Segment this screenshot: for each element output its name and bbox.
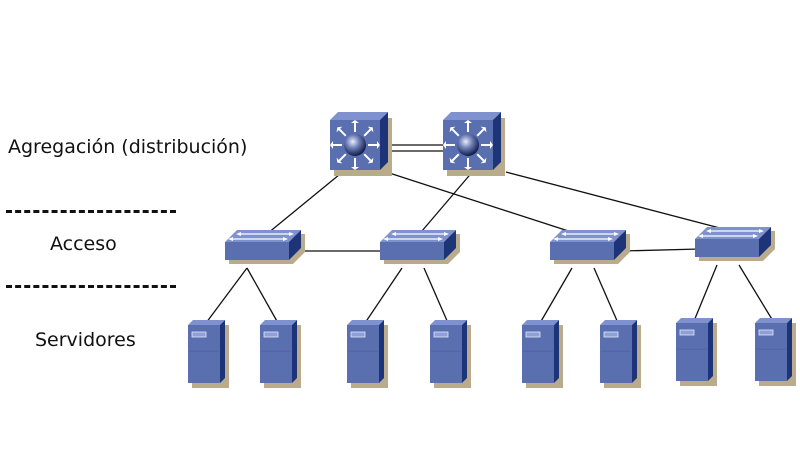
tier-label-aggregation: Agregación (distribución)	[8, 136, 248, 158]
link-acc-3-srv-5	[539, 267, 573, 324]
server-icon-srv-7[interactable]	[676, 318, 717, 386]
access-switch-icon-acc-2[interactable]	[380, 230, 460, 264]
tier-label-servers: Servidores	[35, 329, 136, 351]
server-icon-srv-6[interactable]	[600, 320, 641, 388]
access-switch-icon-acc-3[interactable]	[550, 230, 630, 264]
server-icon-srv-1[interactable]	[188, 320, 229, 388]
server-icon-srv-5[interactable]	[522, 320, 563, 388]
server-icon-srv-3[interactable]	[347, 320, 388, 388]
link-acc-1-srv-2	[246, 267, 279, 324]
tier-divider-access-servers	[6, 285, 176, 288]
access-switch-icon-acc-1[interactable]	[225, 230, 305, 264]
link-agg-1-acc-1	[261, 169, 346, 239]
multilayer-switch-icon-agg-1[interactable]	[330, 112, 392, 176]
multilayer-switch-icon-agg-2[interactable]	[443, 112, 505, 176]
link-acc-4-srv-8	[738, 264, 774, 322]
link-agg-1-acc-3	[379, 169, 591, 239]
server-icon-srv-2[interactable]	[260, 320, 301, 388]
link-acc-2-srv-4	[423, 267, 449, 324]
link-acc-3-srv-6	[593, 267, 619, 324]
server-icon-srv-4[interactable]	[430, 320, 471, 388]
tier-label-access: Acceso	[50, 233, 117, 255]
link-agg-2-acc-2	[415, 169, 475, 239]
link-acc-1-srv-1	[205, 267, 248, 324]
access-switch-icon-acc-4[interactable]	[695, 227, 775, 261]
links-layer	[205, 144, 774, 324]
link-acc-3-acc-4	[621, 248, 701, 252]
tier-divider-aggregation-access	[6, 210, 176, 213]
link-agg-2-acc-4	[505, 171, 736, 233]
link-acc-4-srv-7	[693, 264, 718, 322]
server-icon-srv-8[interactable]	[755, 318, 796, 386]
link-acc-2-srv-3	[364, 267, 403, 324]
nodes-layer	[188, 112, 796, 388]
